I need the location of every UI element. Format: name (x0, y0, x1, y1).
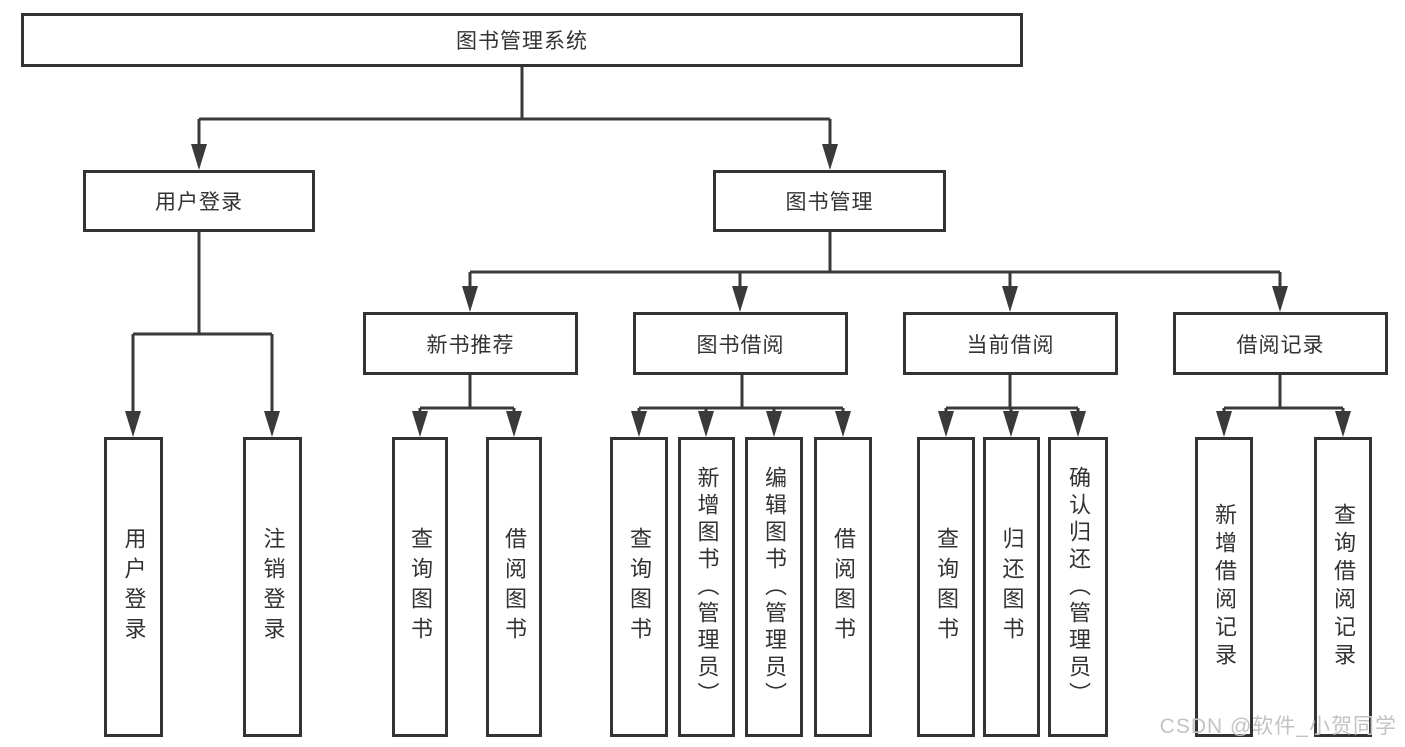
connector-root-to-level1 (191, 67, 838, 170)
leaf-borrow-add-books-admin: 新增图书（管理员） (678, 437, 735, 737)
node-book-management: 图书管理 (713, 170, 946, 232)
node-current-borrow: 当前借阅 (903, 312, 1118, 375)
node-label: 图书管理 (785, 191, 874, 214)
node-label: 用户登录 (155, 191, 243, 214)
node-user-login: 用户登录 (83, 170, 315, 232)
leaf-records-query-record: 查询借阅记录 (1314, 437, 1372, 737)
node-label: 图书管理系统 (456, 30, 588, 53)
connector-current-borrow-to-leaves (938, 375, 1086, 437)
node-borrow-records: 借阅记录 (1173, 312, 1388, 375)
leaf-borrow-edit-books-admin: 编辑图书（管理员） (745, 437, 803, 737)
leaf-newbook-borrow-books: 借阅图书 (486, 437, 542, 737)
node-label: 当前借阅 (966, 333, 1055, 357)
node-label: 图书借阅 (696, 333, 785, 357)
leaf-current-return-books: 归还图书 (983, 437, 1040, 737)
node-label: 新书推荐 (426, 333, 515, 357)
node-root-system: 图书管理系统 (21, 13, 1023, 67)
node-book-borrow: 图书借阅 (633, 312, 848, 375)
leaf-logout: 注销登录 (243, 437, 302, 737)
leaf-current-query-books: 查询图书 (917, 437, 975, 737)
connector-book-borrow-to-leaves (631, 375, 851, 437)
leaf-borrow-query-books: 查询图书 (610, 437, 668, 737)
connector-book-mgmt-to-level2 (462, 232, 1288, 312)
leaf-borrow-borrow-books: 借阅图书 (814, 437, 872, 737)
leaf-user-login: 用户登录 (104, 437, 163, 737)
connector-user-login-to-leaves (125, 232, 280, 437)
leaf-records-add-record: 新增借阅记录 (1195, 437, 1253, 737)
node-label: 借阅记录 (1236, 333, 1325, 357)
connector-new-book-rec-to-leaves (412, 375, 522, 437)
node-new-book-recommend: 新书推荐 (363, 312, 578, 375)
leaf-current-confirm-return-admin: 确认归还（管理员） (1048, 437, 1108, 737)
connector-borrow-records-to-leaves (1216, 375, 1351, 437)
csdn-watermark: CSDN @软件_小贺同学 (1159, 715, 1397, 738)
leaf-newbook-query-books: 查询图书 (392, 437, 448, 737)
